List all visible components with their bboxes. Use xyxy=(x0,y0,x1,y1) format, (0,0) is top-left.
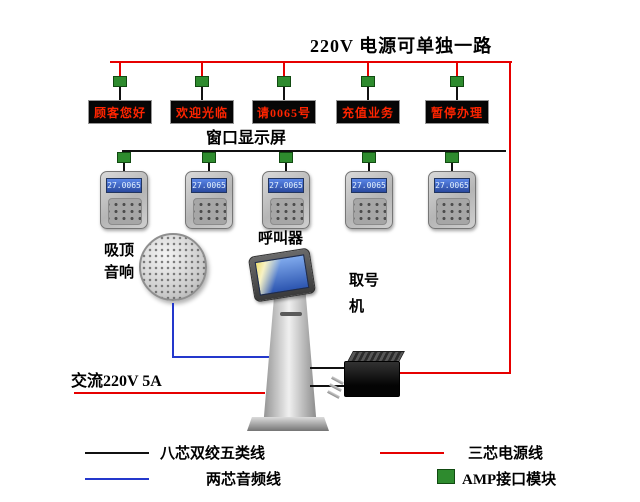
caller-drop xyxy=(123,163,125,171)
caller-drop xyxy=(451,163,453,171)
window-display-2: 欢迎光临 xyxy=(170,100,234,124)
power-adapter-box xyxy=(344,361,400,397)
caller-lcd: 27.0065 xyxy=(191,178,227,193)
audio-line-vertical xyxy=(172,303,174,356)
legend-audio-label: 两芯音频线 xyxy=(206,472,282,488)
amp-module-caller-5 xyxy=(445,152,459,163)
audio-line-horizontal xyxy=(172,356,269,358)
window-display-1: 顾客您好 xyxy=(88,100,152,124)
caller-device-3: 27.0065 xyxy=(262,171,310,229)
legend-power-label: 三芯电源线 xyxy=(468,446,544,462)
caller-keypad xyxy=(108,198,142,225)
display-data-drop xyxy=(456,87,458,100)
display-data-drop xyxy=(119,87,121,100)
window-display-1-text: 顾客您好 xyxy=(93,105,146,120)
amp-module-display-2 xyxy=(195,76,209,87)
legend-amp-square xyxy=(437,469,455,484)
power-adapter-pin xyxy=(327,390,340,399)
caller-lcd: 27.0065 xyxy=(106,178,142,193)
caller-drop xyxy=(368,163,370,171)
amp-module-display-4 xyxy=(361,76,375,87)
data-line-kiosk-adapter-2 xyxy=(310,385,344,387)
window-display-3: 请0065号 xyxy=(252,100,316,124)
display-power-drop xyxy=(456,63,458,77)
power-line-right-vertical xyxy=(509,61,511,374)
window-display-4-text: 充值业务 xyxy=(341,105,394,120)
amp-module-display-3 xyxy=(277,76,291,87)
amp-module-caller-4 xyxy=(362,152,376,163)
caller-lcd: 27.0065 xyxy=(268,178,304,193)
window-display-4: 充值业务 xyxy=(336,100,400,124)
amp-module-caller-2 xyxy=(202,152,216,163)
display-data-drop xyxy=(367,87,369,100)
power-bus-title: 220V 电源可单独一路 xyxy=(310,36,493,56)
data-line-kiosk-adapter-1 xyxy=(310,367,344,369)
caller-device-4: 27.0065 xyxy=(345,171,393,229)
caller-keypad xyxy=(193,198,227,225)
display-power-drop xyxy=(367,63,369,77)
legend-amp-label: AMP接口模块 xyxy=(462,472,557,488)
amp-module-display-1 xyxy=(113,76,127,87)
display-data-drop xyxy=(201,87,203,100)
ac-power-line xyxy=(74,392,265,394)
legend-audio-line xyxy=(85,478,149,480)
kiosk-label: 取号 机 xyxy=(349,273,380,315)
display-power-drop xyxy=(119,63,121,77)
window-display-3-text: 请0065号 xyxy=(256,105,311,120)
window-display-2-text: 欢迎光临 xyxy=(175,105,228,120)
legend-cat5-line xyxy=(85,452,149,454)
window-display-5: 暂停办理 xyxy=(425,100,489,124)
window-displays-label: 窗口显示屏 xyxy=(206,130,287,147)
ceiling-speaker xyxy=(139,233,207,301)
legend-cat5-label: 八芯双绞五类线 xyxy=(160,446,266,462)
caller-device-5: 27.0065 xyxy=(428,171,476,229)
caller-bus-line xyxy=(122,150,506,152)
caller-drop xyxy=(208,163,210,171)
ticket-kiosk-screen-panel xyxy=(254,254,310,296)
caller-device-1: 27.0065 xyxy=(100,171,148,229)
amp-module-caller-1 xyxy=(117,152,131,163)
caller-lcd: 27.0065 xyxy=(351,178,387,193)
caller-lcd: 27.0065 xyxy=(434,178,470,193)
caller-keypad xyxy=(436,198,470,225)
speaker-label: 吸顶 音响 xyxy=(104,243,135,281)
caller-drop xyxy=(285,163,287,171)
callers-label: 呼叫器 xyxy=(258,231,304,247)
power-bus-line xyxy=(110,61,512,63)
ac-power-label: 交流220V 5A xyxy=(71,373,162,390)
caller-device-2: 27.0065 xyxy=(185,171,233,229)
legend-power-line xyxy=(380,452,444,454)
amp-module-caller-3 xyxy=(279,152,293,163)
display-data-drop xyxy=(283,87,285,100)
caller-keypad xyxy=(353,198,387,225)
display-power-drop xyxy=(283,63,285,77)
display-power-drop xyxy=(201,63,203,77)
ticket-kiosk-printer-slot xyxy=(280,312,302,316)
caller-keypad xyxy=(270,198,304,225)
window-display-5-text: 暂停办理 xyxy=(430,105,483,120)
ticket-kiosk-screen xyxy=(247,247,317,303)
power-line-to-adapter xyxy=(400,372,511,374)
amp-module-display-5 xyxy=(450,76,464,87)
ticket-kiosk-base xyxy=(247,417,329,431)
